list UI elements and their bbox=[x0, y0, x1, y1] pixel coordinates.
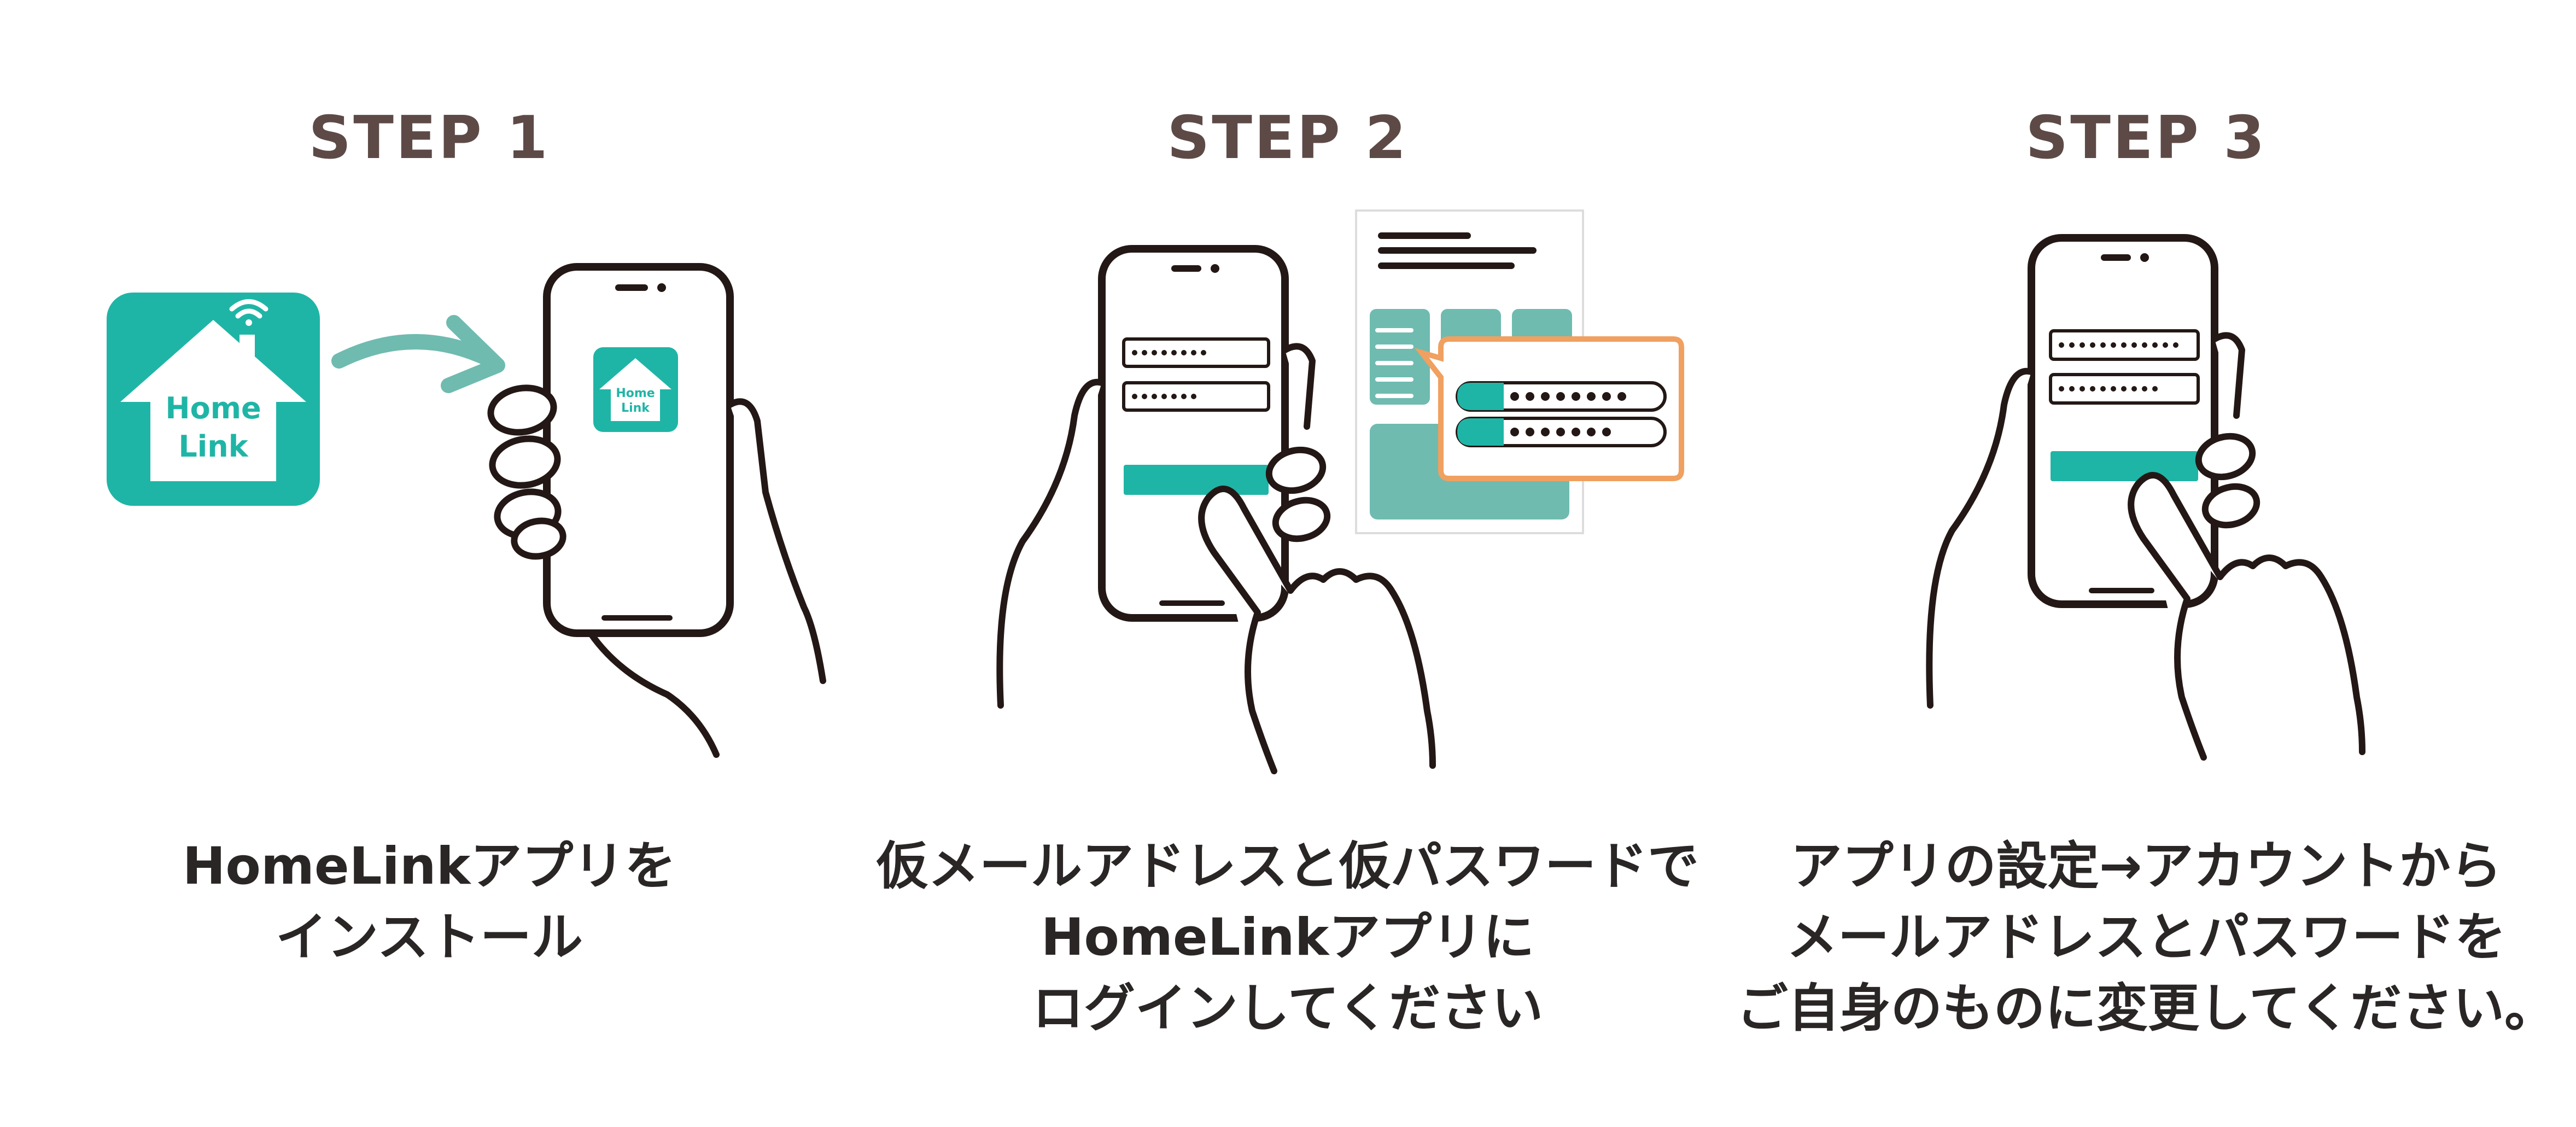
password-dot bbox=[2059, 342, 2064, 348]
password-dot bbox=[1541, 392, 1550, 401]
password-dot bbox=[1201, 350, 1206, 355]
password-dot bbox=[1526, 428, 1534, 436]
hand-icon bbox=[1926, 332, 2365, 761]
speech-bubble-icon bbox=[1414, 336, 1684, 481]
password-dot bbox=[1142, 350, 1147, 355]
password-dot bbox=[2131, 386, 2137, 392]
password-dot bbox=[1526, 392, 1534, 401]
password-dots bbox=[1510, 428, 1611, 436]
arrow-icon bbox=[331, 315, 505, 393]
password-dot bbox=[2080, 386, 2085, 392]
password-dot bbox=[1587, 392, 1596, 401]
document-line bbox=[1375, 328, 1413, 332]
step-1-illustration: Home Link Home Link bbox=[107, 263, 826, 758]
password-dot bbox=[2142, 342, 2147, 348]
step-2-title: STEP 2 bbox=[1167, 104, 1409, 172]
step-1: STEP 1 Home Link bbox=[0, 0, 858, 1127]
password-dots bbox=[1132, 394, 1196, 399]
password-dot bbox=[2163, 342, 2168, 348]
step-1-caption: HomeLinkアプリを インストール bbox=[0, 831, 858, 973]
step-3-caption-line-2: メールアドレスとパスワードを bbox=[1786, 908, 2506, 967]
password-dot bbox=[1572, 428, 1580, 436]
password-dots bbox=[2059, 386, 2158, 392]
step-2-caption-line-1: 仮メールアドレスと仮パスワードで bbox=[876, 837, 1699, 896]
step-3-illustration bbox=[1926, 234, 2365, 761]
password-dot bbox=[1556, 428, 1565, 436]
password-dot bbox=[1617, 392, 1626, 401]
document-line bbox=[1375, 361, 1413, 365]
step-2-caption: 仮メールアドレスと仮パスワードで HomeLinkアプリに ログインしてください bbox=[858, 831, 1717, 1044]
password-dots bbox=[1510, 392, 1626, 401]
password-dot bbox=[1132, 394, 1137, 399]
smartphone-icon bbox=[2028, 234, 2218, 608]
step-2-caption-line-2: HomeLinkアプリに bbox=[1041, 908, 1535, 967]
password-dot bbox=[1161, 394, 1167, 399]
password-dot bbox=[1191, 350, 1196, 355]
password-dot bbox=[2131, 342, 2137, 348]
document-line bbox=[1375, 377, 1413, 382]
password-dot bbox=[1171, 394, 1177, 399]
password-dot bbox=[2100, 386, 2106, 392]
wifi-icon bbox=[229, 299, 268, 326]
password-dot bbox=[2090, 342, 2095, 348]
hand-icon bbox=[996, 343, 1436, 774]
password-dot bbox=[2059, 386, 2064, 392]
password-dot bbox=[1181, 394, 1187, 399]
password-dot bbox=[2111, 342, 2116, 348]
password-dot bbox=[1541, 428, 1550, 436]
step-1-caption-line-1: HomeLinkアプリを bbox=[182, 837, 676, 896]
step-1-title: STEP 1 bbox=[308, 104, 550, 172]
password-dot bbox=[2069, 342, 2075, 348]
password-dot bbox=[1181, 350, 1187, 355]
password-dots bbox=[1132, 350, 1206, 355]
password-dot bbox=[1142, 394, 1147, 399]
svg-text:Home: Home bbox=[616, 387, 655, 400]
app-icon-text-home: Home bbox=[165, 391, 261, 425]
password-dot bbox=[1510, 392, 1519, 401]
password-dot bbox=[1152, 394, 1157, 399]
password-dot bbox=[1587, 428, 1596, 436]
password-dot bbox=[1602, 428, 1611, 436]
step-2-caption-line-3: ログインしてください bbox=[1032, 979, 1544, 1038]
smartphone-icon: Home Link bbox=[543, 263, 734, 637]
password-dot bbox=[2121, 342, 2127, 348]
password-dot bbox=[1171, 350, 1177, 355]
password-dot bbox=[1602, 392, 1611, 401]
step-3-title: STEP 3 bbox=[2025, 104, 2267, 172]
password-dot bbox=[2069, 386, 2075, 392]
password-dot bbox=[1510, 428, 1519, 436]
step-2: STEP 2 bbox=[858, 0, 1717, 1127]
step-1-caption-line-2: インストール bbox=[275, 908, 583, 967]
password-dot bbox=[1152, 350, 1157, 355]
password-dot bbox=[1556, 392, 1565, 401]
smartphone-icon bbox=[1098, 245, 1289, 622]
password-dot bbox=[2173, 342, 2178, 348]
password-dot bbox=[2152, 342, 2158, 348]
document-line bbox=[1375, 344, 1413, 349]
password-dot bbox=[1132, 350, 1137, 355]
step-3-caption-line-1: アプリの設定→アカウントから bbox=[1790, 837, 2502, 896]
password-dot bbox=[1572, 392, 1580, 401]
password-dot bbox=[2152, 386, 2158, 392]
hand-icon bbox=[487, 384, 826, 758]
password-dot bbox=[1191, 394, 1196, 399]
step-3-caption: アプリの設定→アカウントから メールアドレスとパスワードを ご自身のものに変更し… bbox=[1717, 831, 2575, 1044]
document-line bbox=[1375, 394, 1413, 398]
step-3-caption-line-3: ご自身のものに変更してください。 bbox=[1736, 979, 2556, 1038]
home-link-app-icon: Home Link bbox=[107, 293, 320, 506]
password-dot bbox=[2121, 386, 2127, 392]
password-dot bbox=[2111, 386, 2116, 392]
password-dots bbox=[2059, 342, 2178, 348]
password-dot bbox=[2090, 386, 2095, 392]
step-3: STEP 3 アプリの設定→アカウントから メールアドレスとパスワードを ご自身… bbox=[1717, 0, 2575, 1127]
step-2-illustration bbox=[996, 209, 1684, 774]
password-dot bbox=[2100, 342, 2106, 348]
password-dot bbox=[1161, 350, 1167, 355]
password-dot bbox=[2142, 386, 2147, 392]
password-dot bbox=[2080, 342, 2085, 348]
svg-text:Link: Link bbox=[621, 401, 650, 415]
app-icon-text-link: Link bbox=[178, 429, 248, 464]
